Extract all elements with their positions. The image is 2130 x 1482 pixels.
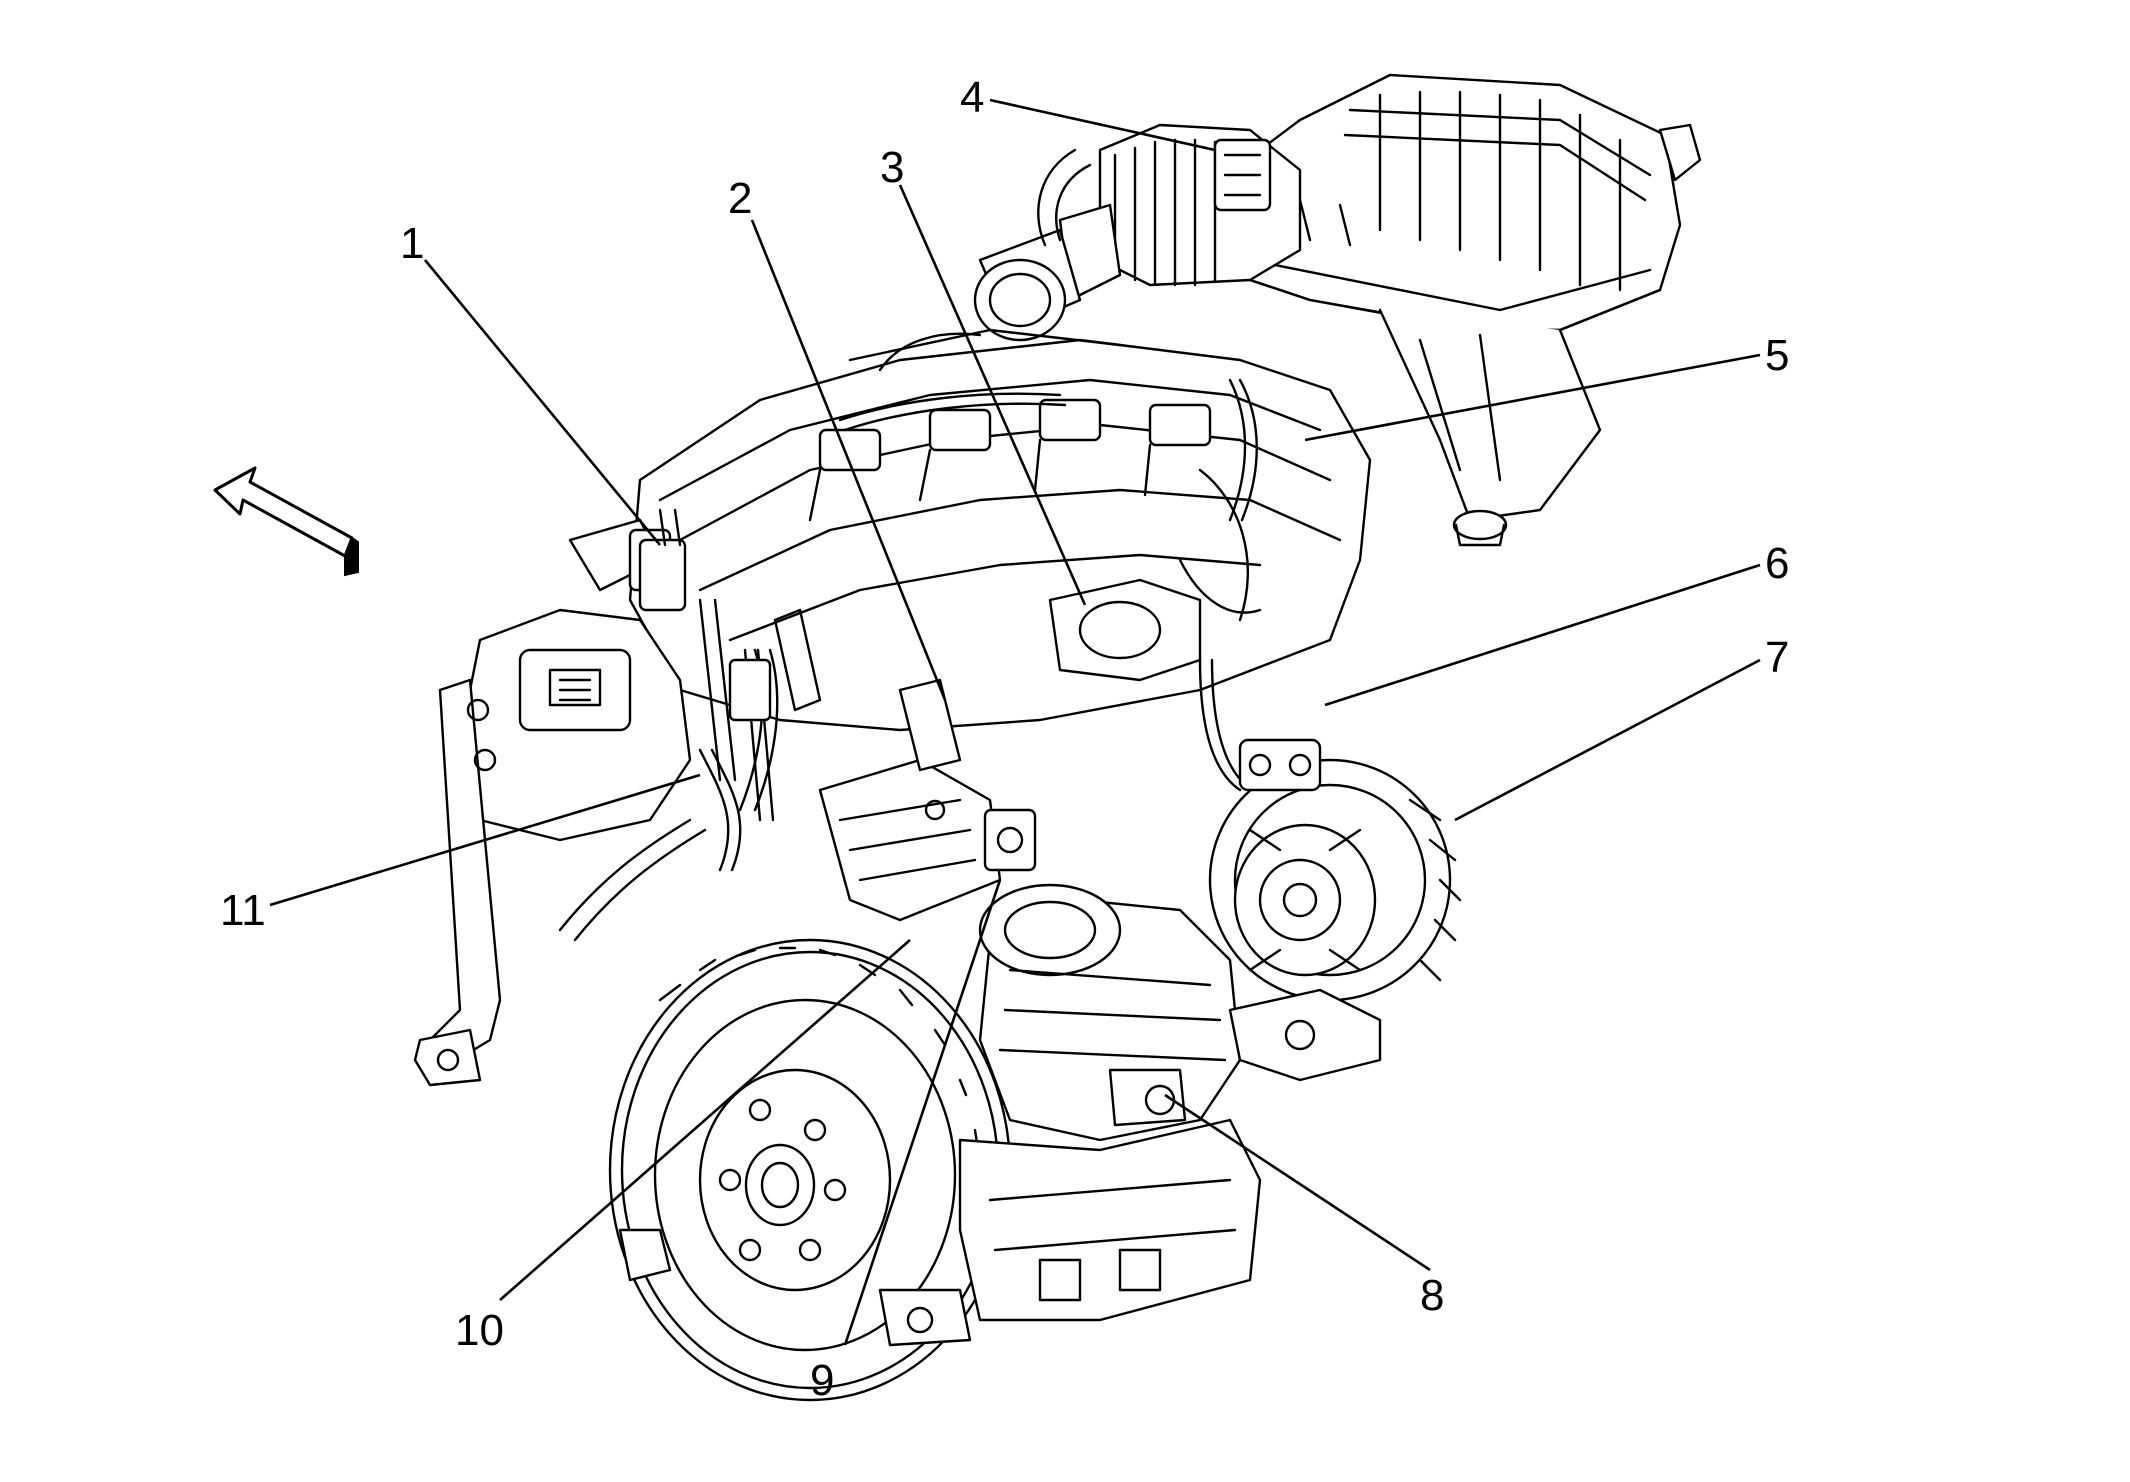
callout-2: 2 — [728, 174, 752, 223]
generator — [1208, 738, 1462, 1082]
callout-1: 1 — [400, 219, 424, 268]
leader-line-8 — [1164, 1093, 1431, 1272]
callout-9: 9 — [810, 1356, 834, 1405]
oil-pan — [878, 1118, 1262, 1347]
callout-5: 5 — [1765, 331, 1789, 380]
leader-line-5 — [1304, 353, 1761, 442]
leader-line-1 — [423, 259, 662, 546]
air-cleaner-housing — [1203, 73, 1702, 547]
callout-8: 8 — [1420, 1271, 1444, 1320]
leader-line-11 — [269, 773, 701, 907]
intake-air-duct — [973, 123, 1302, 342]
callout-6: 6 — [1765, 539, 1789, 588]
callout-11: 11 — [220, 886, 266, 935]
callout-10: 10 — [455, 1306, 504, 1355]
leader-line-7 — [1454, 658, 1761, 822]
cylinder-head-and-valve-cover — [628, 328, 1372, 732]
leader-lines — [269, 98, 1761, 1346]
leader-line-2 — [750, 219, 947, 701]
callout-7: 7 — [1765, 633, 1789, 682]
leader-line-6 — [1324, 563, 1761, 707]
callout-3: 3 — [880, 143, 904, 192]
upper-left-tubes — [638, 508, 779, 812]
leader-line-3 — [898, 184, 1087, 606]
left-engine-end — [413, 518, 822, 1087]
front-direction-arrow-icon — [213, 466, 359, 577]
leader-line-9 — [843, 879, 1002, 1346]
engine-illustration — [413, 73, 1702, 1402]
leader-line-4 — [989, 98, 1216, 152]
wiring-harness — [698, 378, 1258, 872]
leader-line-10 — [499, 939, 911, 1301]
callout-4: 4 — [960, 73, 984, 122]
starter-motor — [978, 883, 1242, 1142]
sensor-cluster — [983, 808, 1037, 872]
callout-labels: 1 2 3 4 5 6 7 8 9 10 11 — [220, 73, 1789, 1405]
